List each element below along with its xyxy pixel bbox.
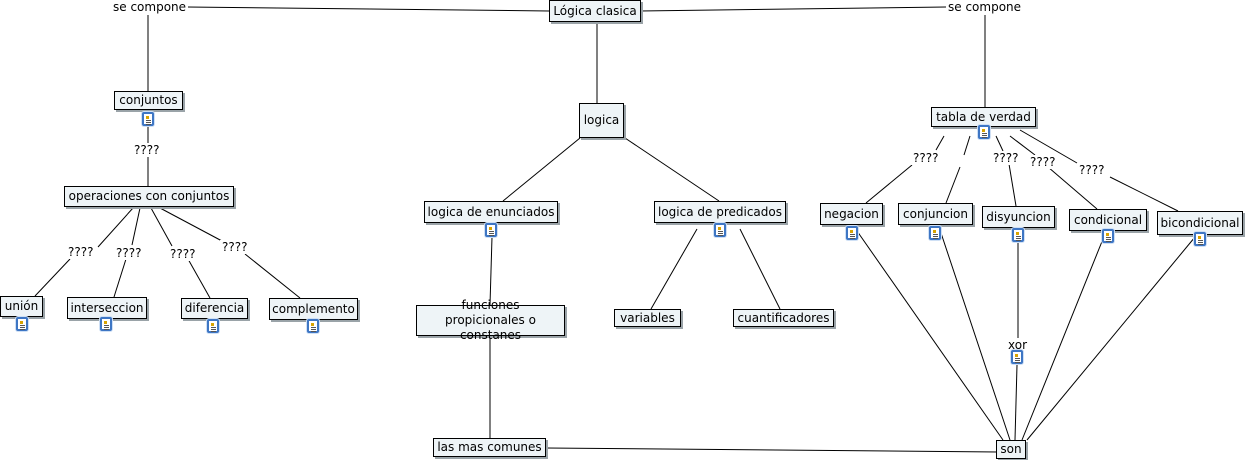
node-xor[interactable]: xor: [1006, 338, 1030, 352]
node-label: complemento: [272, 301, 355, 316]
document-icon[interactable]: [100, 317, 112, 331]
node-label: diferencia: [184, 301, 245, 315]
document-icon[interactable]: [16, 317, 28, 331]
node-label: son: [1000, 442, 1022, 456]
node-label: operaciones con conjuntos: [68, 189, 230, 203]
node-label: unión: [4, 299, 39, 313]
node-las-mas-comunes[interactable]: las mas comunes: [433, 438, 546, 457]
node-label: conjuncion: [903, 206, 968, 221]
node-complemento[interactable]: complemento: [269, 298, 358, 320]
link-question-5: ????: [220, 240, 250, 254]
link-question-9: ????: [1077, 163, 1107, 177]
link-question-4: ????: [168, 247, 198, 261]
document-icon[interactable]: [1194, 232, 1206, 246]
node-disyuncion[interactable]: disyuncion: [982, 206, 1055, 228]
node-label: interseccion: [70, 300, 144, 315]
node-label: logica de predicados: [658, 204, 782, 219]
link-question-6: ????: [911, 151, 941, 165]
node-logica[interactable]: logica: [579, 103, 624, 138]
node-operaciones-con-conjuntos[interactable]: operaciones con conjuntos: [64, 186, 234, 207]
document-icon[interactable]: [978, 125, 990, 139]
document-icon[interactable]: [846, 226, 858, 240]
document-icon[interactable]: [485, 223, 497, 237]
node-label: logica de enunciados: [427, 204, 555, 219]
node-label: conjuntos: [119, 93, 178, 107]
node-negacion[interactable]: negacion: [820, 203, 883, 225]
node-label: Lógica clasica: [553, 3, 637, 18]
node-label: bicondicional: [1160, 215, 1240, 230]
node-conjuntos[interactable]: conjuntos: [114, 91, 183, 110]
node-diferencia[interactable]: diferencia: [181, 298, 248, 319]
node-label: tabla de verdad: [936, 109, 1031, 124]
node-cuantificadores[interactable]: cuantificadores: [733, 309, 834, 327]
node-tabla-de-verdad[interactable]: tabla de verdad: [931, 107, 1036, 127]
node-interseccion[interactable]: interseccion: [67, 297, 147, 319]
document-icon[interactable]: [929, 226, 941, 240]
node-condicional[interactable]: condicional: [1069, 209, 1147, 231]
link-question-8: ????: [1028, 155, 1058, 169]
link-question-3: ????: [114, 246, 144, 260]
document-icon[interactable]: [1102, 229, 1114, 243]
node-logica-clasica[interactable]: Lógica clasica: [549, 0, 641, 22]
document-icon[interactable]: [1011, 350, 1023, 364]
node-label: funciones propicionales o constanes: [445, 298, 536, 342]
node-label: cuantificadores: [737, 310, 830, 325]
node-label: las mas comunes: [437, 440, 542, 454]
node-label: disyuncion: [986, 209, 1051, 224]
node-funciones-propicionales[interactable]: funciones propicionales o constanes: [416, 298, 565, 342]
node-logica-de-enunciados[interactable]: logica de enunciados: [424, 201, 558, 223]
document-icon[interactable]: [307, 319, 319, 333]
node-label: condicional: [1073, 212, 1143, 227]
document-icon[interactable]: [714, 223, 726, 237]
link-se-compone-right: se compone: [946, 0, 1024, 14]
node-conjuncion[interactable]: conjuncion: [898, 203, 973, 225]
node-son[interactable]: son: [996, 440, 1026, 459]
link-question-7: ????: [991, 151, 1021, 165]
document-icon[interactable]: [1012, 228, 1024, 242]
node-variables[interactable]: variables: [614, 309, 681, 327]
document-icon[interactable]: [142, 112, 154, 126]
link-question-1: ????: [132, 143, 162, 157]
link-se-compone-left: se compone: [111, 0, 189, 14]
node-label: negacion: [824, 206, 879, 221]
link-question-2: ????: [66, 245, 96, 259]
node-logica-de-predicados[interactable]: logica de predicados: [654, 201, 786, 223]
node-label: variables: [620, 310, 675, 325]
node-label: logica: [583, 113, 620, 127]
node-union[interactable]: unión: [0, 296, 43, 317]
document-icon[interactable]: [207, 319, 219, 333]
